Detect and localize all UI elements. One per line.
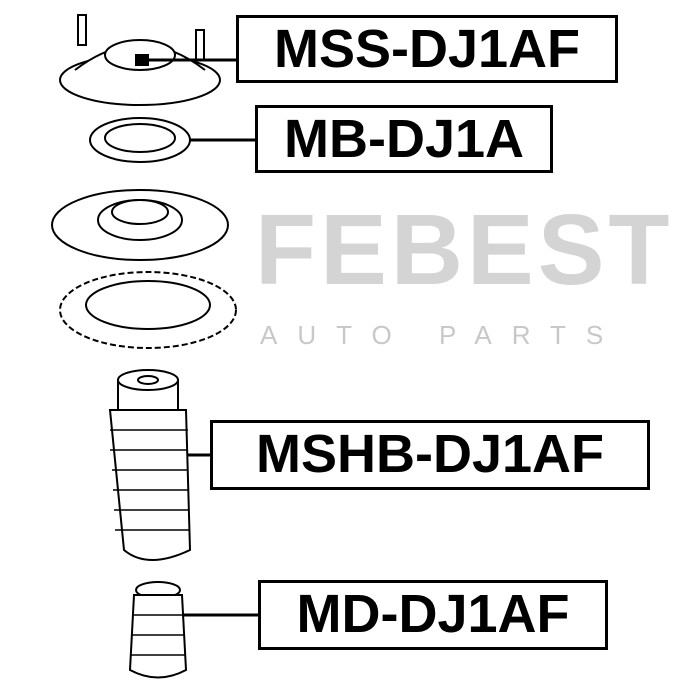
strut-mount-part xyxy=(59,14,238,106)
bearing-part xyxy=(89,117,257,163)
boot-part xyxy=(108,369,212,561)
watermark-logo: FEBEST xyxy=(255,194,674,306)
bump-stop-part xyxy=(128,581,260,679)
spring-pad-part xyxy=(59,271,237,349)
part-label-bump-stop: MD-DJ1AF xyxy=(258,580,608,650)
watermark-tagline: AUTO PARTS xyxy=(260,320,624,350)
part-label-bearing: MB-DJ1A xyxy=(255,105,553,173)
spring-seat-part xyxy=(51,189,229,261)
part-label-strut-mount: MSS-DJ1AF xyxy=(236,15,618,83)
part-label-boot: MSHB-DJ1AF xyxy=(210,420,650,490)
